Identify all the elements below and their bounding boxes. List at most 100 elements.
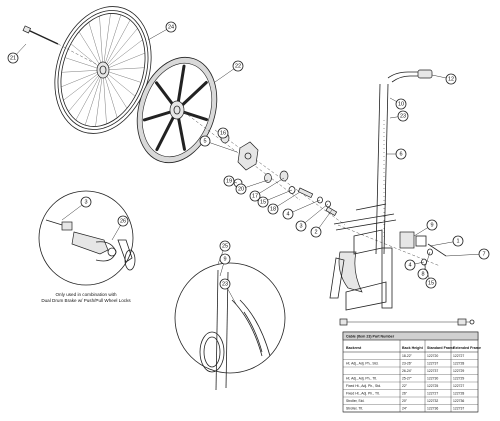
callout-leader — [445, 253, 485, 257]
callout-number: 4 — [286, 211, 289, 217]
wheelchair-frame — [329, 69, 447, 311]
callout-bubble — [395, 98, 407, 110]
table-cell: 122737 — [427, 362, 438, 366]
hub-components — [220, 132, 338, 216]
callout-bubble — [452, 235, 464, 247]
callout-bubble — [249, 190, 261, 202]
wheel-spoke — [102, 67, 145, 71]
callout-bubble — [295, 220, 307, 232]
callout-number: 15 — [428, 280, 434, 286]
callout-number: 12 — [448, 76, 454, 82]
callout-bubble — [165, 21, 177, 33]
callout-bubble — [80, 196, 92, 208]
table-cell: Fixed Ht., Adj. Ph., Std. — [346, 384, 381, 388]
wheel-spoke — [102, 69, 107, 125]
callout-bubble — [397, 110, 409, 122]
callout-number: 3 — [84, 199, 87, 205]
wheel-spoke — [102, 39, 143, 71]
table-cell: 122737 — [427, 369, 438, 373]
table-title: Cable (Item 23) Part Number — [346, 335, 395, 339]
wheel-spoke — [61, 69, 104, 88]
callout-labels: 2421221210231651920171518432691748153262… — [7, 21, 490, 305]
brake-cable — [339, 318, 475, 326]
wheel-spoke — [102, 14, 122, 71]
table-cell: 122736 — [427, 407, 438, 411]
wheel-spoke — [102, 19, 131, 71]
wheel-spoke — [102, 13, 111, 71]
header-standard-frame: Standard Frame — [427, 346, 454, 350]
callout-bubble — [219, 240, 231, 252]
table-cell: 122737 — [453, 407, 464, 411]
table-cell: Fixed Ht., Adj. Ph., Tlt. — [346, 392, 380, 396]
cable-inset — [174, 262, 286, 391]
callout-number: 21 — [10, 55, 16, 61]
callout-number: 2 — [314, 229, 317, 235]
callout-bubble — [257, 196, 269, 208]
table-cell: 122736 — [453, 399, 464, 403]
table-cell: Ht. Adj., Adj. Ph., Std. — [346, 362, 378, 366]
callout-number: 5 — [203, 138, 206, 144]
callout-bubble — [425, 277, 437, 289]
header-extended-frame: Extended Frame — [453, 346, 481, 350]
callout-number: 9 — [430, 222, 433, 228]
wheel-spoke — [95, 69, 104, 127]
table-cell: 122727 — [427, 392, 438, 396]
table-cell: 24" — [402, 407, 408, 411]
table-cell: 23-26" — [402, 362, 413, 366]
note-line-2: Dual Drum Brake w/ Push/Pull Wheel Locks — [41, 298, 131, 303]
callout-bubble — [310, 226, 322, 238]
callout-number: 10 — [398, 101, 404, 107]
table-cell: 22" — [402, 384, 408, 388]
wheel-spoke — [88, 22, 104, 71]
callout-leader — [204, 140, 238, 153]
table-cell: 20" — [402, 399, 408, 403]
header-backrest: Backrest — [346, 346, 362, 350]
table-cell: 122727 — [453, 354, 464, 358]
wheel-spoke — [64, 57, 104, 71]
note-line-1: Only used in combination with — [55, 292, 116, 297]
callout-bubble — [445, 73, 457, 85]
table-cell: 25-27" — [402, 377, 413, 381]
wheel-spoke — [102, 52, 145, 71]
callout-bubble — [282, 208, 294, 220]
callout-leader — [287, 199, 321, 215]
cable-part-number-table: Cable (Item 23) Part Number Backrest Bac… — [342, 331, 481, 413]
table-cell: 122728 — [453, 392, 464, 396]
callout-bubble — [404, 259, 416, 271]
callout-number: 18 — [270, 206, 276, 212]
callout-number: 22 — [235, 63, 241, 69]
callout-number: 23 — [400, 113, 406, 119]
callout-bubble — [478, 248, 490, 260]
callout-bubble — [417, 268, 429, 280]
wheel-spoke — [102, 69, 118, 118]
wheel-spoke — [84, 69, 104, 126]
callout-number: 20 — [238, 186, 244, 192]
callout-leader — [254, 177, 285, 197]
wheel-spoke — [61, 69, 104, 73]
callout-bubble — [426, 219, 438, 231]
table-cell: 122727 — [453, 384, 464, 388]
table-cell: 122732 — [427, 399, 438, 403]
callout-bubble — [199, 135, 211, 147]
callout-number: 26 — [120, 218, 126, 224]
table-cell: Stroller, Tlt. — [346, 407, 363, 411]
brake-inset — [38, 190, 136, 286]
callout-bubble — [7, 52, 19, 64]
callout-bubble — [219, 278, 231, 290]
table-cell: 122729 — [453, 377, 464, 381]
wheel-spoke — [99, 15, 104, 71]
table-cell: Ht. Adj., Adj. Ph., Tlt. — [346, 377, 377, 381]
callout-bubble — [267, 203, 279, 215]
mag-wheel — [136, 56, 218, 164]
callout-number: 8 — [421, 271, 424, 277]
callout-bubble — [217, 127, 229, 139]
header-back-height: Back Height — [402, 346, 424, 350]
table-cell: 26-24" — [402, 369, 413, 373]
callout-bubble — [395, 148, 407, 160]
callout-bubble — [223, 175, 235, 187]
callout-number: 1 — [456, 238, 459, 244]
table-cell: 122725 — [427, 384, 438, 388]
callout-number: 6 — [399, 151, 402, 157]
spoked-wheel — [54, 6, 152, 134]
